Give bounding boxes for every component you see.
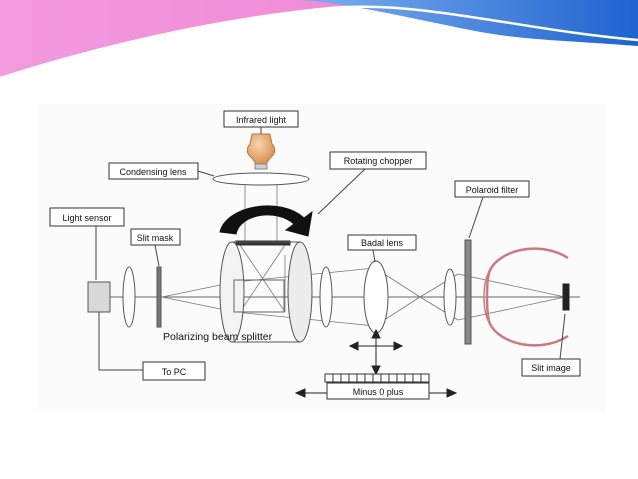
badal-lens: [363, 260, 389, 334]
label-condensing-lens: Condensing lens: [119, 167, 187, 177]
label-to-pc: To PC: [162, 367, 187, 377]
leader-lines: [95, 127, 566, 371]
label-polaroid-filter: Polaroid filter: [466, 185, 519, 195]
sensor-lens: [122, 266, 136, 328]
rotating-chopper-icon: [219, 205, 313, 237]
eye-icon: [483, 247, 570, 347]
diopter-scale: [324, 373, 430, 383]
relay-lens: [319, 266, 333, 328]
beam-splitter: [219, 241, 313, 343]
condensing-lens: [212, 172, 310, 186]
label-polarizing-beam-splitter: Polarizing beam splitter: [163, 331, 273, 343]
label-slit-image: Slit image: [531, 363, 571, 373]
label-boxes: [49, 110, 581, 400]
header-banner: [0, 0, 638, 80]
eye-lens: [443, 268, 457, 326]
label-rotating-chopper: Rotating chopper: [344, 156, 413, 166]
label-badal-lens: Badal lens: [361, 238, 404, 248]
infrared-bulb-icon: [246, 133, 276, 170]
optical-diagram: [87, 127, 580, 398]
slit-mask: [156, 266, 162, 328]
label-minus-0-plus: Minus 0 plus: [353, 387, 404, 397]
label-light-sensor: Light sensor: [62, 213, 111, 223]
light-sensor-box: [87, 281, 111, 313]
polaroid-filter: [464, 239, 472, 345]
label-slit-mask: Slit mask: [137, 233, 174, 243]
label-infrared-light: Infrared light: [236, 115, 287, 125]
diagram-panel: [38, 104, 606, 412]
